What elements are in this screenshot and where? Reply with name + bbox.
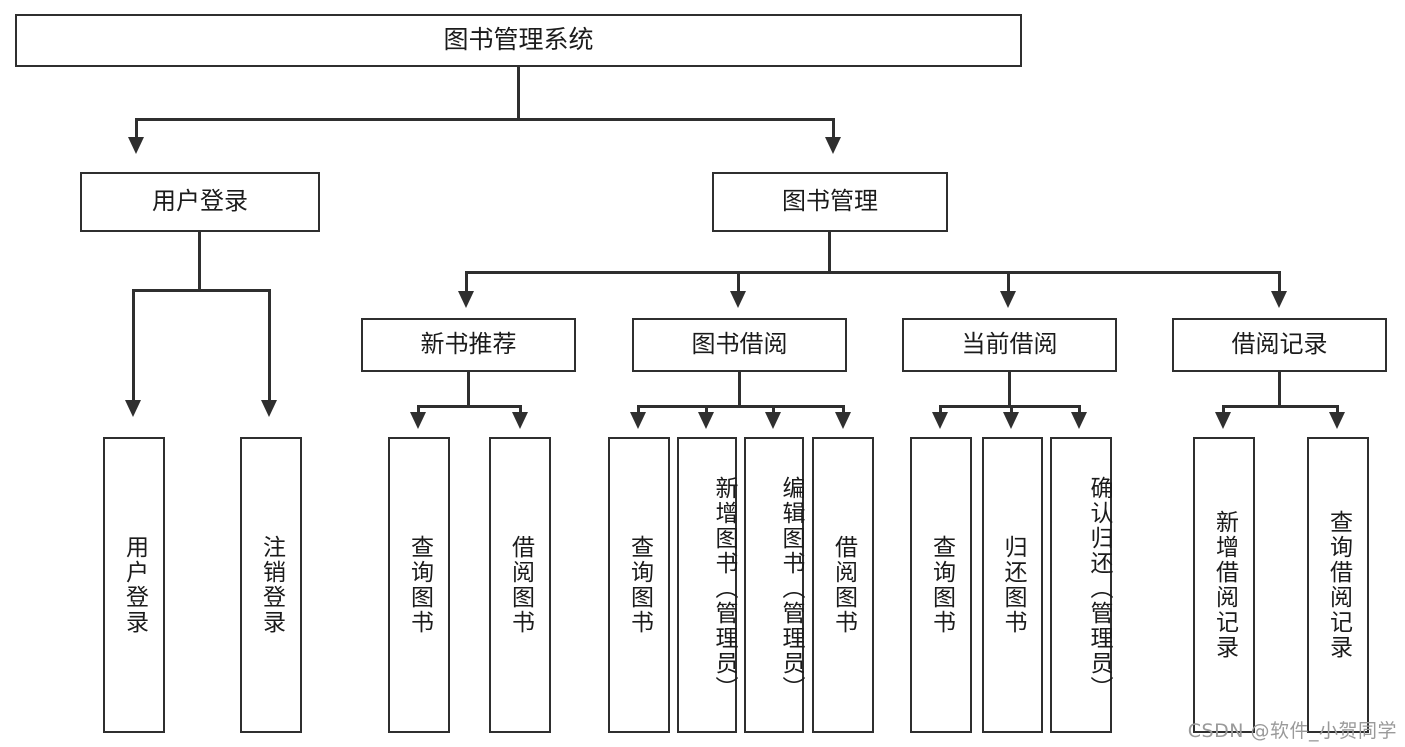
node-book-borrow[interactable]: 图书借阅 (632, 318, 847, 372)
node-current-borrow[interactable]: 当前借阅 (902, 318, 1117, 372)
arrow-new-book-recommend-to-leaf-2 (512, 412, 528, 429)
edge-user-login-to-leaf-2 (268, 289, 271, 410)
node-book-management[interactable]: 图书管理 (712, 172, 948, 232)
arrow-book-borrow-to-leaf-4 (835, 412, 851, 429)
arrow-root-to-book-management (825, 137, 841, 154)
leaf-new-book-recommend-borrow-book[interactable]: 借阅图书 (489, 437, 551, 733)
edge-root-to-book-management (832, 118, 835, 148)
leaf-user-login-logout[interactable]: 注销登录 (240, 437, 302, 733)
arrow-book-borrow-to-leaf-2 (698, 412, 714, 429)
edge-new-book-recommend-stem (467, 372, 470, 408)
edge-current-borrow-stem (1008, 372, 1011, 408)
arrow-book-management-to-child-4 (1271, 291, 1287, 308)
arrow-current-borrow-to-leaf-2 (1003, 412, 1019, 429)
arrow-current-borrow-to-leaf-1 (932, 412, 948, 429)
arrow-current-borrow-to-leaf-3 (1071, 412, 1087, 429)
arrow-book-borrow-to-leaf-1 (630, 412, 646, 429)
edge-root-to-user-login (135, 118, 138, 148)
leaf-current-borrow-confirm-return-admin[interactable]: 确认归还（管理员） (1050, 437, 1112, 733)
arrow-book-borrow-to-leaf-3 (765, 412, 781, 429)
leaf-book-borrow-query-book[interactable]: 查询图书 (608, 437, 670, 733)
arrow-new-book-recommend-to-leaf-1 (410, 412, 426, 429)
arrow-user-login-to-leaf-2 (261, 400, 277, 417)
edge-book-borrow-stem (738, 372, 741, 408)
edge-new-book-recommend-bus (417, 405, 522, 408)
edge-book-management-stem (828, 232, 831, 274)
edge-book-management-to-child-4 (1278, 271, 1281, 301)
edge-book-management-to-child-2 (737, 271, 740, 301)
edge-borrow-record-bus (1222, 405, 1339, 408)
leaf-book-borrow-borrow-book[interactable]: 借阅图书 (812, 437, 874, 733)
node-root-book-management-system[interactable]: 图书管理系统 (15, 14, 1022, 67)
edge-user-login-stem (198, 232, 201, 292)
edge-user-login-bus (132, 289, 271, 292)
edge-root-bus (135, 118, 835, 121)
leaf-current-borrow-return-book[interactable]: 归还图书 (982, 437, 1043, 733)
leaf-new-book-recommend-query-book[interactable]: 查询图书 (388, 437, 450, 733)
arrow-borrow-record-to-leaf-1 (1215, 412, 1231, 429)
edge-book-management-bus (465, 271, 1281, 274)
leaf-book-borrow-edit-book-admin[interactable]: 编辑图书（管理员） (744, 437, 804, 733)
arrow-borrow-record-to-leaf-2 (1329, 412, 1345, 429)
node-user-login[interactable]: 用户登录 (80, 172, 320, 232)
arrow-book-management-to-child-3 (1000, 291, 1016, 308)
edge-root-stem (517, 67, 520, 121)
edge-book-borrow-bus (637, 405, 845, 408)
arrow-user-login-to-leaf-1 (125, 400, 141, 417)
edge-user-login-to-leaf-1 (132, 289, 135, 410)
watermark-text: CSDN @软件_小贺同学 (1187, 720, 1397, 742)
edge-book-management-to-child-3 (1007, 271, 1010, 301)
leaf-book-borrow-add-book-admin[interactable]: 新增图书（管理员） (677, 437, 737, 733)
leaf-borrow-record-add-record[interactable]: 新增借阅记录 (1193, 437, 1255, 733)
arrow-book-management-to-child-1 (458, 291, 474, 308)
arrow-root-to-user-login (128, 137, 144, 154)
arrow-book-management-to-child-2 (730, 291, 746, 308)
node-borrow-record[interactable]: 借阅记录 (1172, 318, 1387, 372)
leaf-user-login-login[interactable]: 用户登录 (103, 437, 165, 733)
leaf-current-borrow-query-book[interactable]: 查询图书 (910, 437, 972, 733)
edge-borrow-record-stem (1278, 372, 1281, 408)
leaf-borrow-record-query-record[interactable]: 查询借阅记录 (1307, 437, 1369, 733)
edge-book-management-to-child-1 (465, 271, 468, 301)
node-new-book-recommend[interactable]: 新书推荐 (361, 318, 576, 372)
